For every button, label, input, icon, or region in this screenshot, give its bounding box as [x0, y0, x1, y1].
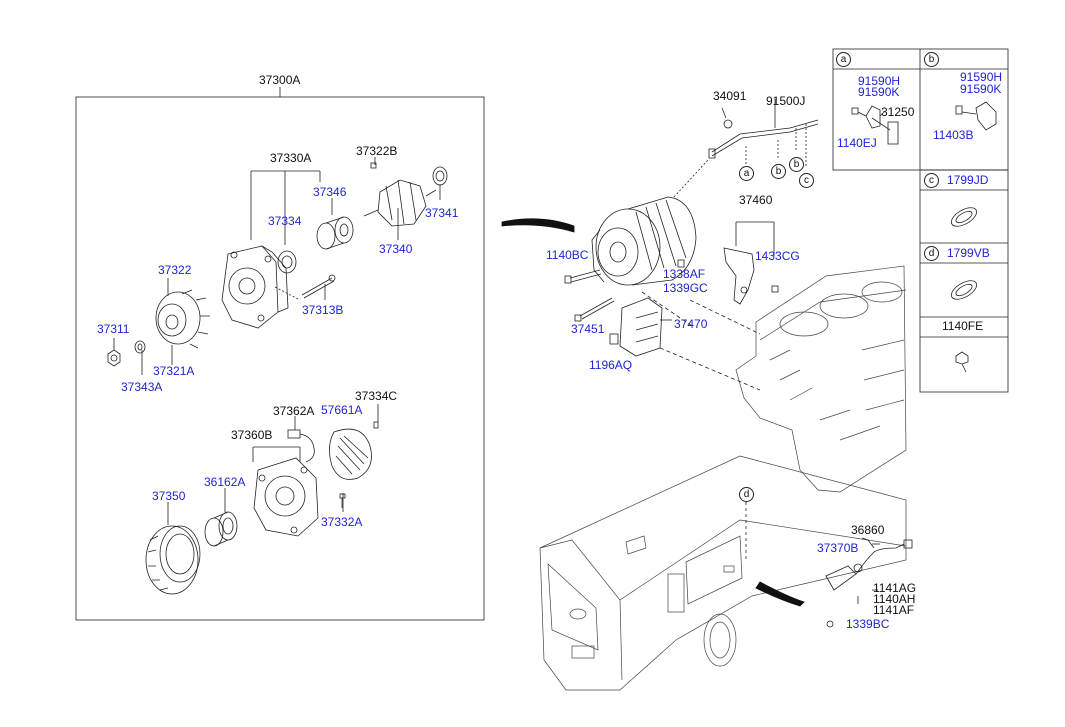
- label-37360B[interactable]: 37360B: [231, 428, 273, 442]
- bus-drawing: [539, 455, 907, 691]
- bolt-1140FE-drawing: [955, 351, 969, 373]
- label-57661A[interactable]: 57661A: [321, 403, 363, 417]
- label-1141AG[interactable]: 1141AG: [873, 581, 917, 595]
- label-37451[interactable]: 37451: [571, 322, 605, 336]
- table-a-1140EJ[interactable]: 1140EJ: [837, 136, 877, 150]
- label-1339GC[interactable]: 1339GC: [663, 281, 708, 295]
- callout-c-tube[interactable]: c: [799, 173, 814, 188]
- pulley-drawing: [155, 289, 210, 349]
- arrow-to-harness: [755, 581, 805, 607]
- assembly-frame: [75, 87, 485, 621]
- label-34091[interactable]: 34091: [713, 89, 747, 103]
- brush-holder-drawing: [287, 429, 315, 463]
- bolt-37451-drawing: [574, 297, 615, 322]
- leader-lines-left: [113, 157, 441, 525]
- label-36860[interactable]: 36860: [851, 523, 885, 537]
- bolt-1140BC-drawing: [564, 269, 602, 284]
- through-bolt-drawing: [301, 274, 336, 299]
- callout-b-tube-1[interactable]: b: [771, 164, 786, 179]
- oil-tube-drawing: [708, 99, 819, 159]
- label-37340[interactable]: 37340: [379, 242, 413, 256]
- label-1338AF[interactable]: 1338AF: [663, 267, 706, 281]
- label-37460[interactable]: 37460: [739, 193, 773, 207]
- regulator-engine-dashline: [641, 291, 761, 391]
- table-callout-b: b: [924, 52, 939, 67]
- clip-a-drawing: [851, 105, 899, 145]
- alternator-drawing: [591, 196, 697, 286]
- harness-drawing: [825, 537, 913, 628]
- tube-to-alternator-line: [673, 159, 709, 198]
- tube-callout-leaders: [745, 124, 807, 168]
- label-37332A[interactable]: 37332A: [321, 515, 363, 529]
- rear-housing-drawing: [253, 457, 319, 537]
- table-d-code[interactable]: 1799VB: [947, 246, 990, 260]
- label-37350[interactable]: 37350: [152, 489, 186, 503]
- table-b-91590K[interactable]: 91590K: [960, 82, 1002, 96]
- label-37346[interactable]: 37346: [313, 185, 347, 199]
- label-37362A[interactable]: 37362A: [273, 404, 315, 418]
- stator-drawing: [145, 525, 201, 595]
- table-b-91590H[interactable]: 91590H: [960, 70, 1003, 84]
- key-drawing: [370, 162, 377, 169]
- label-37343A[interactable]: 37343A: [121, 380, 163, 394]
- table-callout-a: a: [836, 52, 851, 67]
- clip-b-drawing: [955, 101, 997, 131]
- table-e-code[interactable]: 1140FE: [942, 319, 984, 333]
- label-37334C[interactable]: 37334C: [355, 389, 398, 403]
- reference-table-grid: [832, 48, 1009, 393]
- small-screw-drawing: [339, 493, 346, 508]
- clamp-d-drawing: [950, 280, 978, 300]
- nut-washer-drawing: [107, 340, 146, 367]
- callout-b-tube-2[interactable]: b: [789, 157, 804, 172]
- table-a-91590K[interactable]: 91590K: [858, 85, 900, 99]
- front-housing-drawing: [221, 245, 289, 329]
- regulator-drawing: [609, 297, 672, 357]
- table-b-11403B[interactable]: 11403B: [933, 128, 974, 142]
- callout-a-tube[interactable]: a: [739, 166, 754, 181]
- label-1433CG[interactable]: 1433CG: [755, 249, 800, 263]
- label-91500J[interactable]: 91500J: [766, 94, 806, 108]
- bearing-drawing: [277, 250, 297, 274]
- assembly-label: 37300A: [259, 73, 301, 87]
- label-37341[interactable]: 37341: [425, 206, 459, 220]
- table-a-91590H[interactable]: 91590H: [858, 74, 901, 88]
- table-a-31250[interactable]: 31250: [881, 105, 915, 119]
- label-1140BC[interactable]: 1140BC: [546, 248, 589, 262]
- callout-d-bus[interactable]: d: [739, 487, 754, 502]
- label-1140AH[interactable]: 1140AH: [873, 592, 916, 606]
- clamp-c-drawing: [950, 207, 978, 227]
- label-37321A[interactable]: 37321A: [153, 364, 195, 378]
- label-37334[interactable]: 37334: [268, 214, 302, 228]
- label-1339BC[interactable]: 1339BC: [846, 617, 890, 631]
- table-c-code[interactable]: 1799JD: [947, 173, 989, 187]
- rear-cover-drawing: [329, 428, 372, 480]
- label-1196AQ[interactable]: 1196AQ: [589, 358, 633, 372]
- sleeve-drawing: [204, 511, 238, 547]
- spacer-drawing: [316, 216, 354, 250]
- label-37470[interactable]: 37470: [674, 317, 708, 331]
- label-37313B[interactable]: 37313B: [302, 303, 344, 317]
- label-37322[interactable]: 37322: [158, 263, 192, 277]
- cover-screw-drawing: [373, 421, 379, 429]
- label-1141AF[interactable]: 1141AF: [873, 603, 915, 617]
- label-37322B[interactable]: 37322B: [356, 144, 398, 158]
- table-callout-d: d: [924, 246, 939, 261]
- label-37370B[interactable]: 37370B: [817, 541, 859, 555]
- label-36162A[interactable]: 36162A: [204, 475, 246, 489]
- label-37330A[interactable]: 37330A: [270, 151, 312, 165]
- table-callout-c: c: [924, 173, 939, 188]
- engine-block-drawing: [735, 265, 907, 493]
- rear-bearing-drawing: [432, 166, 448, 186]
- bolt-1338AF-drawing: [677, 259, 685, 268]
- bracket-drawing: [723, 221, 779, 305]
- rotor-drawing: [363, 179, 437, 227]
- label-37311[interactable]: 37311: [97, 322, 130, 336]
- arrow-to-alternator: [501, 218, 575, 233]
